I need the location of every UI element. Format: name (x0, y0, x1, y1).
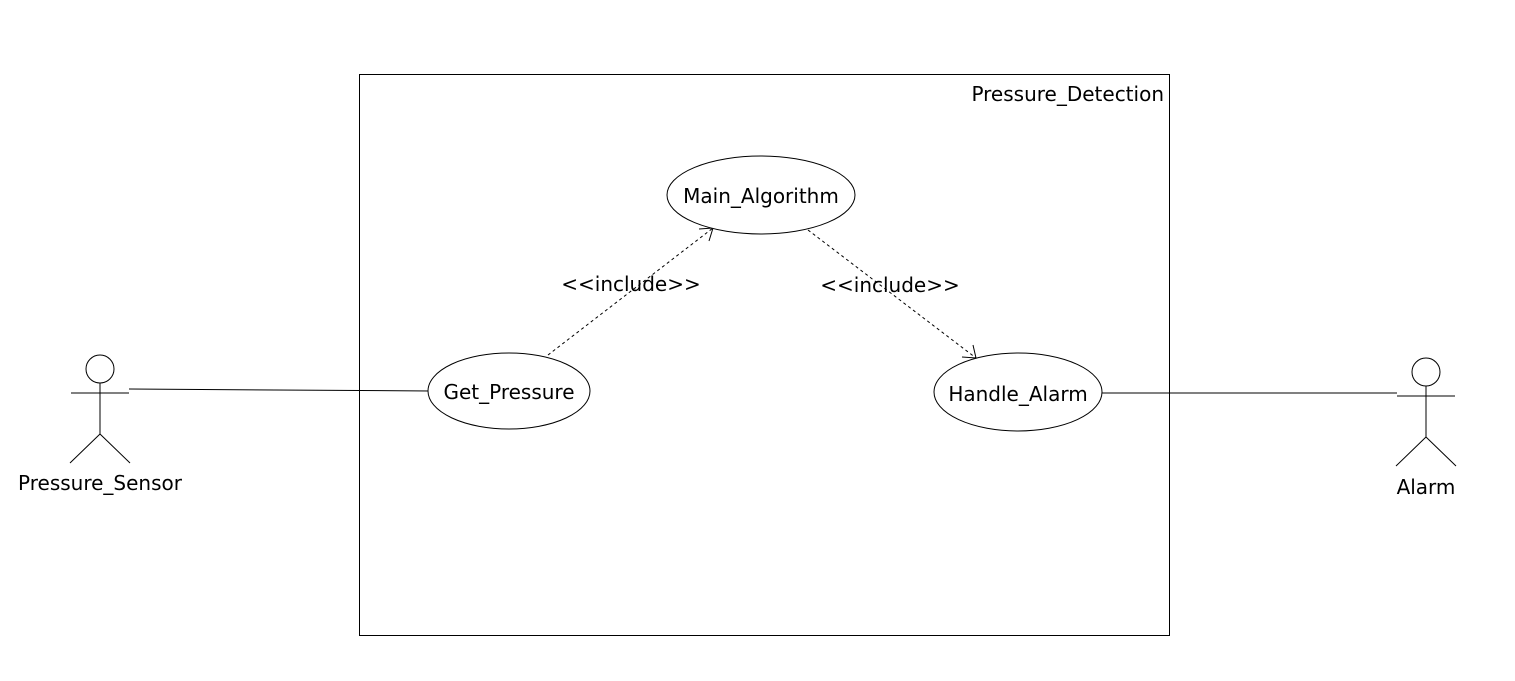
use-case-label: Handle_Alarm (948, 382, 1087, 406)
include-label-right: <<include>> (820, 273, 960, 297)
include-relation-get-pressure: <<include>> (547, 227, 714, 356)
actor-label: Alarm (1397, 475, 1456, 499)
actor-pressure-sensor[interactable]: Pressure_Sensor (18, 354, 183, 495)
use-case-get-pressure[interactable]: Get_Pressure (427, 352, 591, 430)
include-line-left (547, 227, 714, 356)
system-boundary: Pressure_Detection (359, 74, 1170, 636)
use-case-ellipse (933, 352, 1103, 432)
use-case-handle-alarm[interactable]: Handle_Alarm (933, 352, 1103, 432)
use-case-label: Main_Algorithm (683, 184, 839, 208)
stick-figure-icon (69, 354, 131, 464)
use-case-ellipse (427, 352, 591, 430)
actor-label: Pressure_Sensor (18, 471, 183, 495)
system-boundary-title: Pressure_Detection (971, 82, 1164, 106)
include-line-right (807, 229, 977, 359)
include-label-left: <<include>> (561, 272, 701, 296)
use-case-label: Get_Pressure (443, 380, 574, 404)
include-relation-handle-alarm: <<include>> (807, 229, 977, 359)
include-arrowhead-right (961, 344, 977, 359)
actor-alarm[interactable]: Alarm (1395, 357, 1457, 499)
stick-figure-icon (1395, 357, 1457, 467)
use-case-ellipse (666, 155, 856, 235)
use-case-main-algorithm[interactable]: Main_Algorithm (666, 155, 856, 235)
system-boundary-box (359, 74, 1170, 636)
association-pressure-sensor (128, 388, 431, 392)
